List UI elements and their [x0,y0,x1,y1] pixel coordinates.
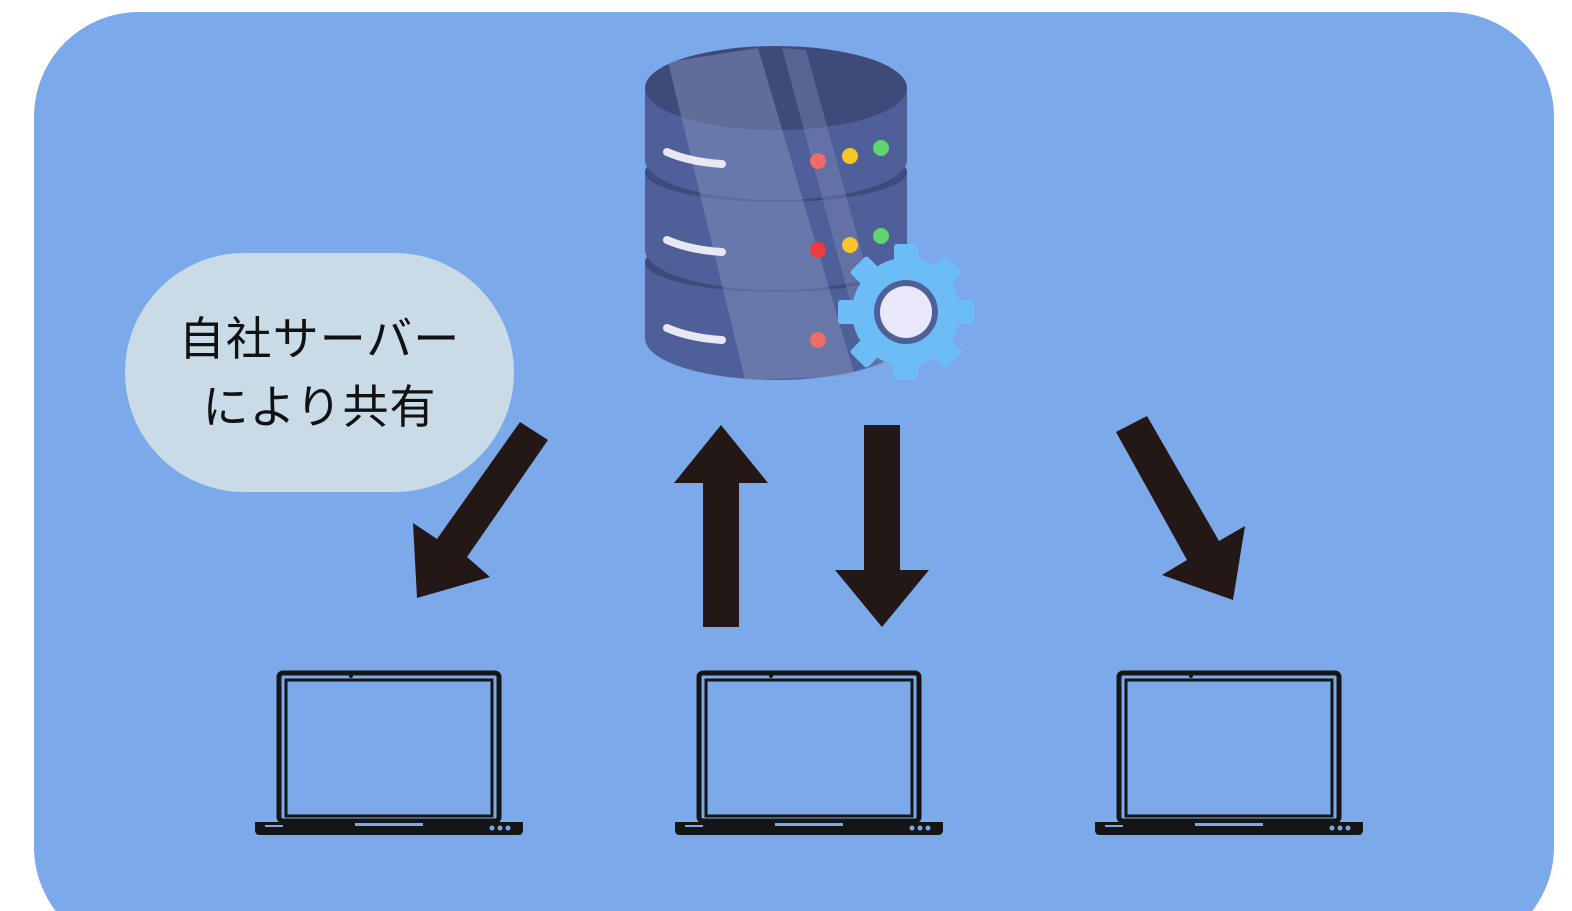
gear-icon [838,244,974,380]
arrow-up-to-server [674,425,768,627]
arrow-down-to-center-laptop [835,425,929,627]
caption-bubble: 自社サーバー により共有 [125,253,514,492]
background-panel [34,12,1554,911]
laptop-icon [255,670,523,835]
caption-line-2: により共有 [202,379,437,434]
laptop-right [1095,670,1363,835]
laptop-icon [1095,670,1363,835]
arrow-to-right-laptop [1116,416,1245,600]
arrow-to-left-laptop [413,422,548,598]
status-led-yellow [842,237,858,253]
status-led-green [873,228,889,244]
status-led-red [810,153,826,169]
caption-line-1: 自社サーバー [178,311,461,366]
status-led-red [810,242,826,258]
status-led-red [810,332,826,348]
status-led-yellow [842,148,858,164]
laptop-icon [675,670,943,835]
status-led-green [873,140,889,156]
laptop-left [255,670,523,835]
laptop-center [675,670,943,835]
